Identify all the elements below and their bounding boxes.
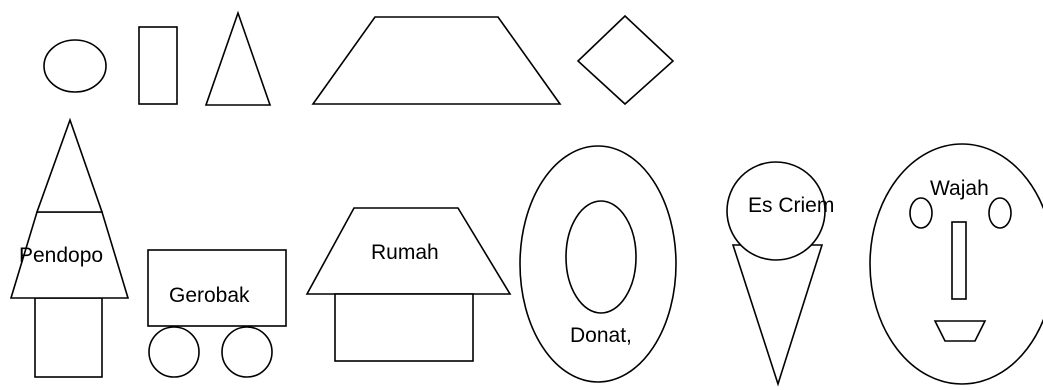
pendopo-label: Pendopo	[19, 244, 104, 267]
rumah-label: Rumah	[371, 241, 439, 264]
gerobak-wheel-right	[221, 326, 273, 378]
wajah-eye-left	[909, 197, 933, 229]
pendopo-figure	[9, 117, 130, 378]
es-criem-cone	[731, 244, 824, 387]
rumah-roof-trapezoid	[305, 207, 512, 295]
es-criem-scoop	[726, 161, 826, 261]
rumah-figure	[305, 207, 512, 362]
basic-oval	[43, 39, 107, 93]
donat-hole	[565, 200, 637, 314]
wajah-mouth	[933, 320, 987, 342]
wajah-eye-right	[988, 197, 1012, 229]
basic-diamond	[576, 14, 675, 106]
gerobak-figure	[147, 249, 287, 378]
gerobak-body	[147, 249, 287, 327]
es-criem-label: Es Criem	[748, 194, 835, 217]
basic-rectangle	[138, 26, 178, 105]
es-criem-figure	[726, 161, 826, 387]
rumah-wall	[334, 293, 474, 362]
gerobak-wheel-left	[148, 326, 200, 378]
donat-label: Donat,	[570, 324, 632, 347]
pendopo-base	[34, 297, 103, 378]
pendopo-roof-triangle	[35, 117, 104, 213]
donat-figure	[519, 145, 677, 383]
basic-trapezoid	[311, 16, 562, 105]
wajah-nose	[951, 221, 967, 300]
basic-triangle	[204, 10, 272, 106]
wajah-label: Wajah	[930, 177, 989, 200]
wajah-figure	[869, 143, 1043, 385]
gerobak-label: Gerobak	[169, 284, 250, 307]
